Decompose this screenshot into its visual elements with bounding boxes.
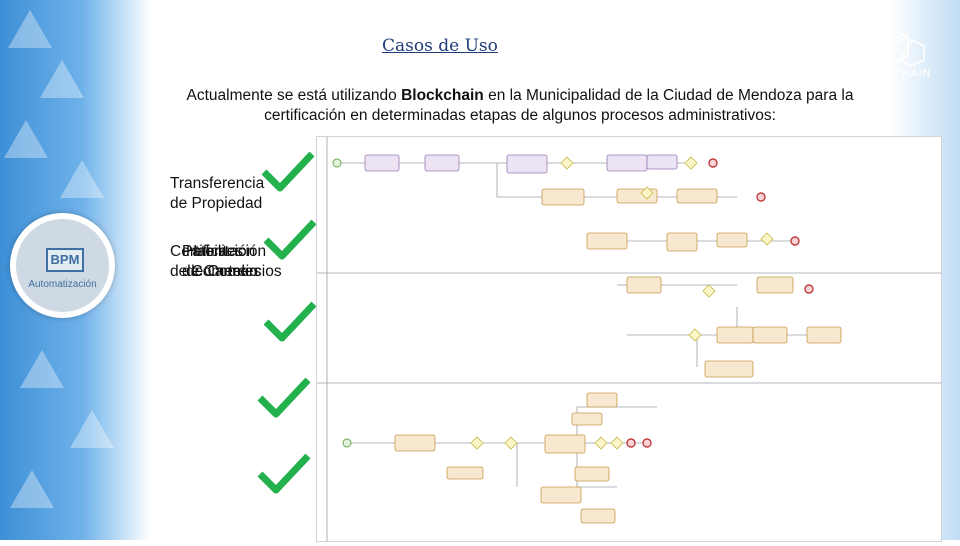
logo-text: BLOCKCHAIN	[854, 67, 932, 80]
blockchain-logo: BLOCKCHAIN	[842, 24, 938, 94]
intro-paragraph: Actualmente se está utilizando Blockchai…	[160, 86, 880, 126]
process-item: Transferencia de Propiedad	[170, 174, 264, 214]
process-line-2: de Comercio	[170, 263, 258, 280]
process-line-1: Habilitación	[186, 243, 267, 260]
left-decorative-strip	[0, 0, 150, 540]
check-icon	[263, 219, 317, 260]
bpm-automation-badge: BPM Automatización	[10, 213, 115, 318]
process-item: Patentes de Carteles	[182, 242, 261, 282]
check-icon	[257, 377, 311, 418]
bpm-box: BPM	[46, 248, 84, 272]
check-icon	[257, 453, 311, 494]
blockchain-cube-icon	[871, 27, 925, 67]
process-line-1: Certificación	[170, 243, 256, 260]
intro-text-2: en la Municipalidad de la Ciudad de Mend…	[264, 87, 854, 124]
process-line-2: de Carteles	[182, 263, 262, 280]
process-line-2: de Comercios	[186, 263, 282, 280]
bpmn-process-diagram	[316, 136, 942, 542]
check-icon	[261, 151, 315, 192]
slide-title: Casos de Uso	[382, 36, 498, 56]
process-line-2: de Propiedad	[170, 195, 263, 212]
bpmn-diagram-image	[317, 137, 941, 541]
bpm-label: Automatización	[28, 279, 97, 290]
process-item: Habilitación de Comercios	[186, 242, 282, 282]
intro-keyword: Blockchain	[401, 87, 484, 104]
intro-text-1: Actualmente se está utilizando	[186, 87, 402, 104]
bpm-badge-inner: BPM Automatización	[16, 219, 109, 312]
process-line-1: Patentes	[182, 243, 244, 260]
check-icon	[263, 301, 317, 342]
process-line-1: Transferencia	[170, 175, 265, 192]
process-item: Certificación de Comercio	[170, 242, 258, 282]
